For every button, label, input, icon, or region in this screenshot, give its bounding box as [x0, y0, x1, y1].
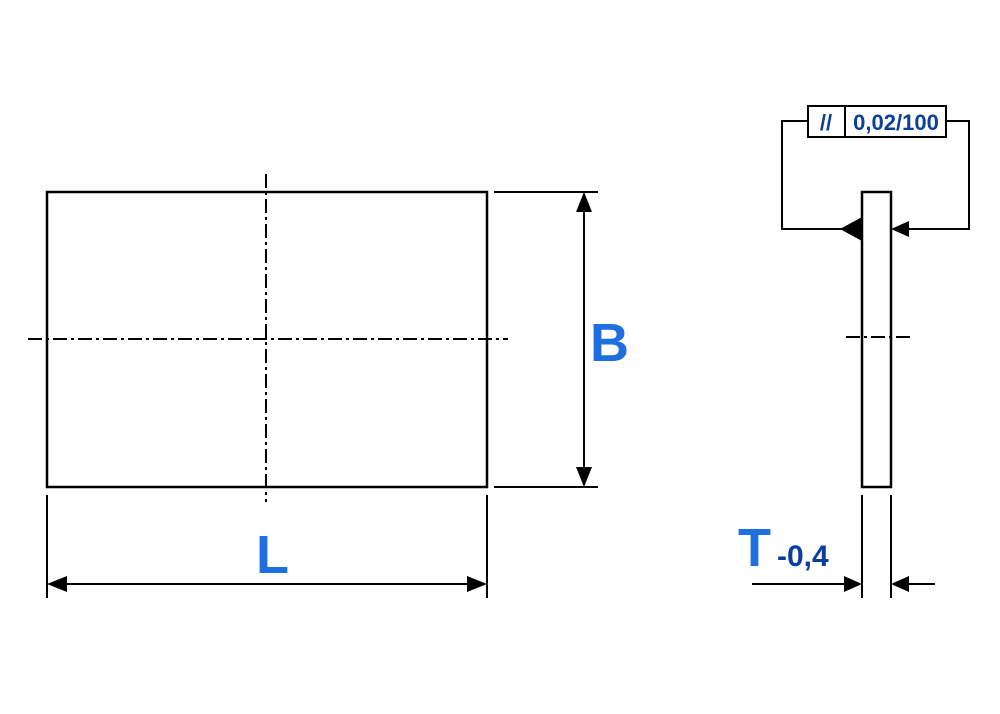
- parallelism-symbol: //: [820, 110, 832, 135]
- datum-triangle: [840, 217, 862, 241]
- thickness-arrowhead-left: [844, 576, 862, 592]
- width-label: B: [590, 313, 629, 373]
- length-dimension: L: [46, 495, 488, 598]
- arrowhead-down: [576, 467, 592, 487]
- parallelism-tolerance: 0,02/100: [853, 110, 939, 135]
- arrowhead-right: [467, 576, 487, 592]
- leader-arrowhead: [891, 221, 909, 237]
- leader-left: [781, 120, 862, 230]
- thickness-tolerance: -0,4: [777, 540, 829, 573]
- arrowhead-left: [47, 576, 67, 592]
- feature-control-frame: // 0,02/100: [781, 105, 970, 241]
- arrowhead-up: [576, 192, 592, 212]
- leader-right: [907, 120, 970, 230]
- length-label: L: [256, 525, 289, 585]
- thickness-dimension: T -0,4: [738, 495, 935, 598]
- width-dimension: B: [494, 191, 629, 488]
- thickness-arrowhead-right: [891, 576, 909, 592]
- thickness-label: T: [738, 518, 771, 578]
- plate-side-view: [860, 190, 893, 489]
